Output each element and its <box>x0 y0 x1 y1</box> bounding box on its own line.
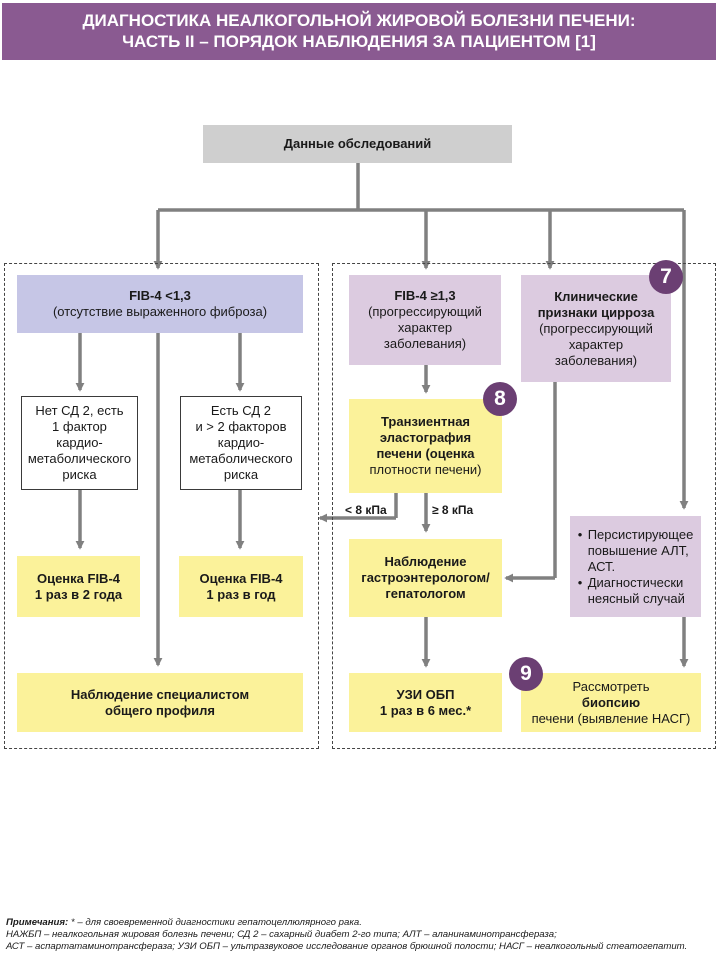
ultrasound-box: УЗИ ОБП 1 раз в 6 мес.* <box>349 673 502 732</box>
footnotes: Примечания: * – для своевременной диагно… <box>6 917 716 953</box>
diabetes-box: Есть СД 2 и > 2 факторов кардио- метабол… <box>180 396 302 490</box>
gastro-line: гепатологом <box>385 586 466 601</box>
header-title-line2: ЧАСТЬ II – ПОРЯДОК НАБЛЮДЕНИЯ ЗА ПАЦИЕНТ… <box>122 32 596 51</box>
assess-1y-line: Оценка FIB-4 <box>199 570 283 586</box>
persistent-line: АСТ. <box>587 558 616 574</box>
elastography-box: Транзиентная эластография печени (оценка… <box>349 399 502 493</box>
notes-line1: * – для своевременной диагностики гепато… <box>68 917 362 928</box>
diabetes-line: метаболического <box>189 451 293 466</box>
assess-fib4-1y-box: Оценка FIB-4 1 раз в год <box>179 556 303 617</box>
badge-7: 7 <box>649 260 683 294</box>
fib4-low-label: FIB-4 <1,3 <box>129 288 191 303</box>
fib4-low-box: FIB-4 <1,3 (отсутствие выраженного фибро… <box>17 275 303 333</box>
elastography-line: печени (оценка <box>376 446 475 461</box>
badge-8: 8 <box>483 382 517 416</box>
exam-data-label: Данные обследований <box>283 136 432 151</box>
notes-line2: НАЖБП – неалкогольная жировая болезнь пе… <box>6 929 557 940</box>
assess-2y-line: 1 раз в 2 года <box>34 586 123 602</box>
general-specialist-line: общего профиля <box>105 702 215 718</box>
cirrhosis-title-line: признаки цирроза <box>537 304 655 320</box>
gastro-line: Наблюдение <box>384 554 467 569</box>
assess-1y-line: 1 раз в год <box>206 586 276 602</box>
persistent-line: повышение АЛТ, <box>587 542 689 558</box>
ultrasound-line: УЗИ ОБП <box>396 686 455 702</box>
no-diabetes-line: кардио- <box>56 435 103 450</box>
notes-title: Примечания: <box>6 917 69 928</box>
condition-lt8: < 8 кПа <box>345 503 387 517</box>
diabetes-line: кардио- <box>217 435 265 450</box>
biopsy-text: печени (выявление НАСГ) <box>531 710 691 726</box>
elastography-line: плотности печени) <box>369 462 482 477</box>
cirrhosis-signs-box: Клинические признаки цирроза (прогрессир… <box>521 275 671 382</box>
exam-data-box: Данные обследований <box>203 125 512 163</box>
header-banner: ДИАГНОСТИКА НЕАЛКОГОЛЬНОЙ ЖИРОВОЙ БОЛЕЗН… <box>2 3 716 60</box>
notes-line3: АСТ – аспартатаминотрансфераза; УЗИ ОБП … <box>6 941 688 952</box>
cirrhosis-line: заболевания) <box>554 352 638 368</box>
assess-fib4-2y-box: Оценка FIB-4 1 раз в 2 года <box>17 556 140 617</box>
assess-2y-line: Оценка FIB-4 <box>36 570 121 586</box>
diabetes-line: риска <box>223 467 259 482</box>
fib4-high-line: заболевания) <box>383 336 467 351</box>
no-diabetes-line: метаболического <box>27 451 132 466</box>
cirrhosis-line: (прогрессирующий <box>539 320 653 336</box>
general-specialist-box: Наблюдение специалистом общего профиля <box>17 673 303 732</box>
condition-ge8: ≥ 8 кПа <box>432 503 474 517</box>
connector-lines <box>75 163 689 668</box>
no-diabetes-box: Нет СД 2, есть 1 фактор кардио- метаболи… <box>21 396 138 490</box>
no-diabetes-line: 1 фактор <box>52 419 107 434</box>
badge-9: 9 <box>509 657 543 691</box>
persistent-line: Диагностически <box>587 574 684 590</box>
gastro-box: Наблюдение гастроэнтерологом/ гепатолого… <box>349 539 502 617</box>
gastro-line: гастроэнтерологом/ <box>361 570 490 585</box>
elastography-title-line: Транзиентная <box>380 414 471 429</box>
fib4-high-label: FIB-4 ≥1,3 <box>394 288 456 303</box>
biopsy-text: Рассмотреть <box>572 678 650 694</box>
biopsy-keyword: биопсию <box>581 694 641 710</box>
group-high-risk <box>332 263 716 749</box>
no-diabetes-line: риска <box>62 467 97 482</box>
elastography-title-line: эластография <box>379 430 472 445</box>
fib4-low-subtitle: (отсутствие выраженного фиброза) <box>52 304 268 319</box>
ultrasound-line: 1 раз в 6 мес.* <box>379 702 472 718</box>
cirrhosis-line: характер <box>568 336 624 352</box>
diabetes-line: Есть СД 2 <box>210 403 272 418</box>
header-title-line1: ДИАГНОСТИКА НЕАЛКОГОЛЬНОЙ ЖИРОВОЙ БОЛЕЗН… <box>82 11 636 30</box>
group-low-risk <box>4 263 319 749</box>
persistent-line: Персистирующее <box>587 526 694 542</box>
persistent-line: неясный случай <box>587 590 685 606</box>
fib4-high-box: FIB-4 ≥1,3 (прогрессирующий характер заб… <box>349 275 501 365</box>
no-diabetes-line: Нет СД 2, есть <box>35 403 124 418</box>
fib4-high-line: (прогрессирующий <box>368 304 482 319</box>
biopsy-box: Рассмотреть биопсию печени (выявление НА… <box>521 673 701 732</box>
cirrhosis-title-line: Клинические <box>554 288 638 304</box>
general-specialist-line: Наблюдение специалистом <box>70 686 250 702</box>
fib4-high-line: характер <box>397 320 453 335</box>
diabetes-line: и > 2 факторов <box>195 419 287 434</box>
